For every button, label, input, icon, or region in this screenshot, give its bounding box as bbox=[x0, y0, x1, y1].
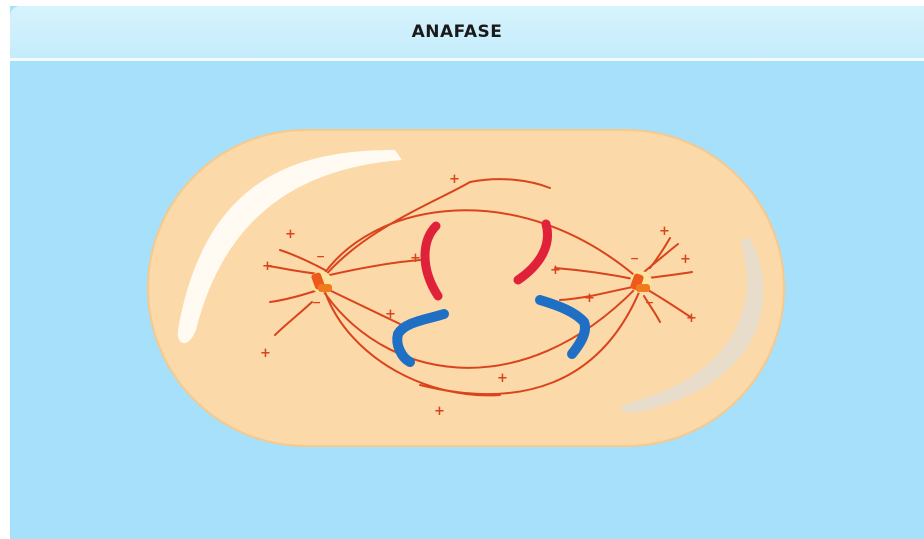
plus-icon: + bbox=[497, 371, 508, 386]
plus-icon: + bbox=[686, 311, 697, 326]
minus-icon: − bbox=[645, 296, 654, 309]
plus-icon: + bbox=[410, 251, 421, 266]
minus-icon: − bbox=[312, 296, 321, 309]
minus-icon: − bbox=[316, 250, 325, 263]
plus-icon: + bbox=[385, 307, 396, 322]
plus-icon: + bbox=[550, 263, 561, 278]
centriole-left bbox=[310, 271, 332, 293]
plus-icon: + bbox=[659, 224, 670, 239]
plus-icon: + bbox=[584, 291, 595, 306]
cell-body bbox=[148, 130, 784, 446]
plus-icon: + bbox=[262, 259, 273, 274]
plus-icon: + bbox=[680, 252, 691, 267]
minus-icon: − bbox=[630, 252, 639, 265]
plus-icon: + bbox=[449, 172, 460, 187]
plus-icon: + bbox=[434, 404, 445, 419]
plus-icon: + bbox=[285, 227, 296, 242]
plus-icon: + bbox=[260, 346, 271, 361]
